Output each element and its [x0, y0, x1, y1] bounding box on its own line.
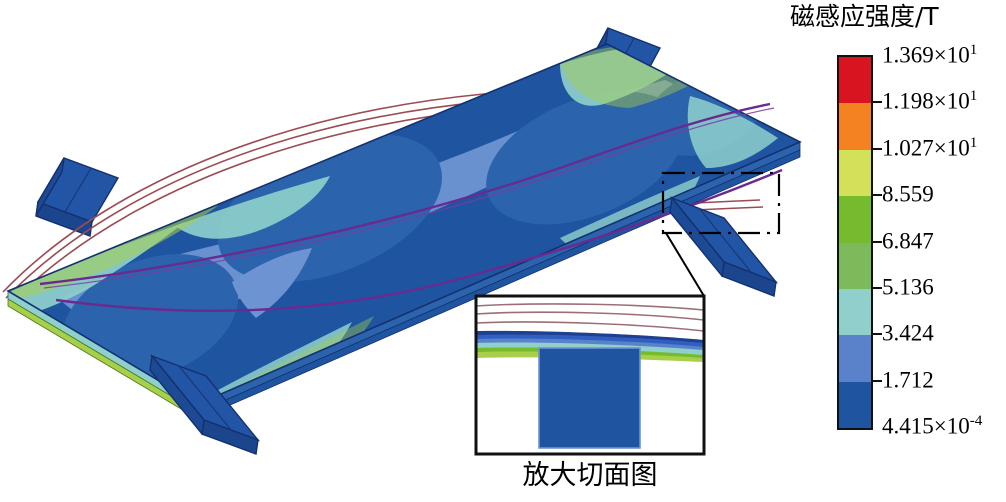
colorbar-tick-2	[871, 101, 882, 104]
callout-dashed-box	[661, 171, 781, 235]
colorbar-band-2	[839, 103, 871, 150]
colorbar-label-8-mantissa: 1.712	[882, 367, 934, 393]
plate-body	[6, 43, 802, 420]
colorbar-label-3: 1.027×101	[882, 133, 978, 161]
post-front-left	[149, 354, 261, 455]
post-front-right	[669, 196, 779, 297]
colorbar-label-8: 1.712	[882, 368, 934, 391]
colorbar-labels: 1.369×101 1.198×101 1.027×101 8.559 6.84…	[882, 42, 1006, 438]
post-rear-left	[35, 157, 120, 237]
colorbar-tick-8	[871, 379, 882, 382]
colorbar-label-2: 1.198×101	[882, 87, 978, 114]
colorbar-band-3	[839, 149, 871, 197]
inset-coil-wires	[476, 303, 704, 332]
colorbar-band-8	[839, 381, 871, 428]
callout-leader-lines	[665, 232, 705, 297]
colorbar-label-3-mantissa: 1.027	[882, 135, 934, 161]
colorbar-label-1-mantissa: 1.369	[882, 42, 934, 68]
colorbar-band-6	[839, 288, 871, 336]
colorbar-label-2-exponent: 1	[969, 87, 978, 105]
colorbar-tick-6	[871, 286, 882, 289]
colorbar-label-2-times: ×10	[933, 88, 970, 114]
colorbar-band-4	[839, 196, 871, 243]
colorbar-label-3-times: ×10	[933, 135, 970, 161]
colorbar-label-6: 5.136	[882, 275, 934, 298]
colorbar-tick-7	[871, 333, 882, 336]
inset-caption: 放大切面图	[522, 460, 658, 491]
colorbar-band-1	[839, 57, 871, 104]
colorbar-label-9-times: ×10	[933, 413, 970, 439]
colorbar-label-6-mantissa: 5.136	[882, 274, 934, 300]
colorbar-label-7: 3.424	[882, 322, 934, 345]
colorbar-label-9: 4.415×10-4	[882, 411, 983, 439]
colorbar-label-4: 8.559	[882, 183, 934, 206]
colorbar-tick-3	[871, 147, 882, 150]
colorbar-label-5: 6.847	[882, 229, 934, 252]
colorbar-label-4-mantissa: 8.559	[882, 181, 934, 207]
surface-wire-tracks-thin	[43, 107, 775, 289]
colorbar-title: 磁感应强度/T	[790, 2, 939, 31]
colorbar-band-7	[839, 335, 871, 382]
inset-panel	[474, 294, 706, 456]
inset-border	[474, 294, 706, 456]
colorbar-label-2-mantissa: 1.198	[882, 88, 934, 114]
colorbar-label-9-exponent: -4	[969, 411, 983, 429]
colorbar-label-7-mantissa: 3.424	[882, 320, 934, 346]
colorbar-label-1: 1.369×101	[882, 40, 978, 68]
colorbar-panel: 磁感应强度/T 1.369×101 1.198×101	[790, 0, 1006, 445]
colorbar-tick-4	[871, 194, 882, 197]
colorbar-label-1-times: ×10	[933, 42, 970, 68]
colorbar-band-5	[839, 242, 871, 289]
colorbar-label-9-mantissa: 4.415	[882, 413, 934, 439]
colorbar-label-3-exponent: 1	[969, 133, 978, 151]
colorbar-strip	[837, 55, 873, 430]
inset-core-square	[538, 347, 641, 449]
colorbar-label-1-exponent: 1	[969, 40, 978, 58]
colorbar-ticks	[871, 55, 885, 426]
colorbar-tick-5	[871, 240, 882, 243]
colorbar-label-5-mantissa: 6.847	[882, 228, 934, 253]
surface-wire-tracks	[39, 102, 783, 313]
